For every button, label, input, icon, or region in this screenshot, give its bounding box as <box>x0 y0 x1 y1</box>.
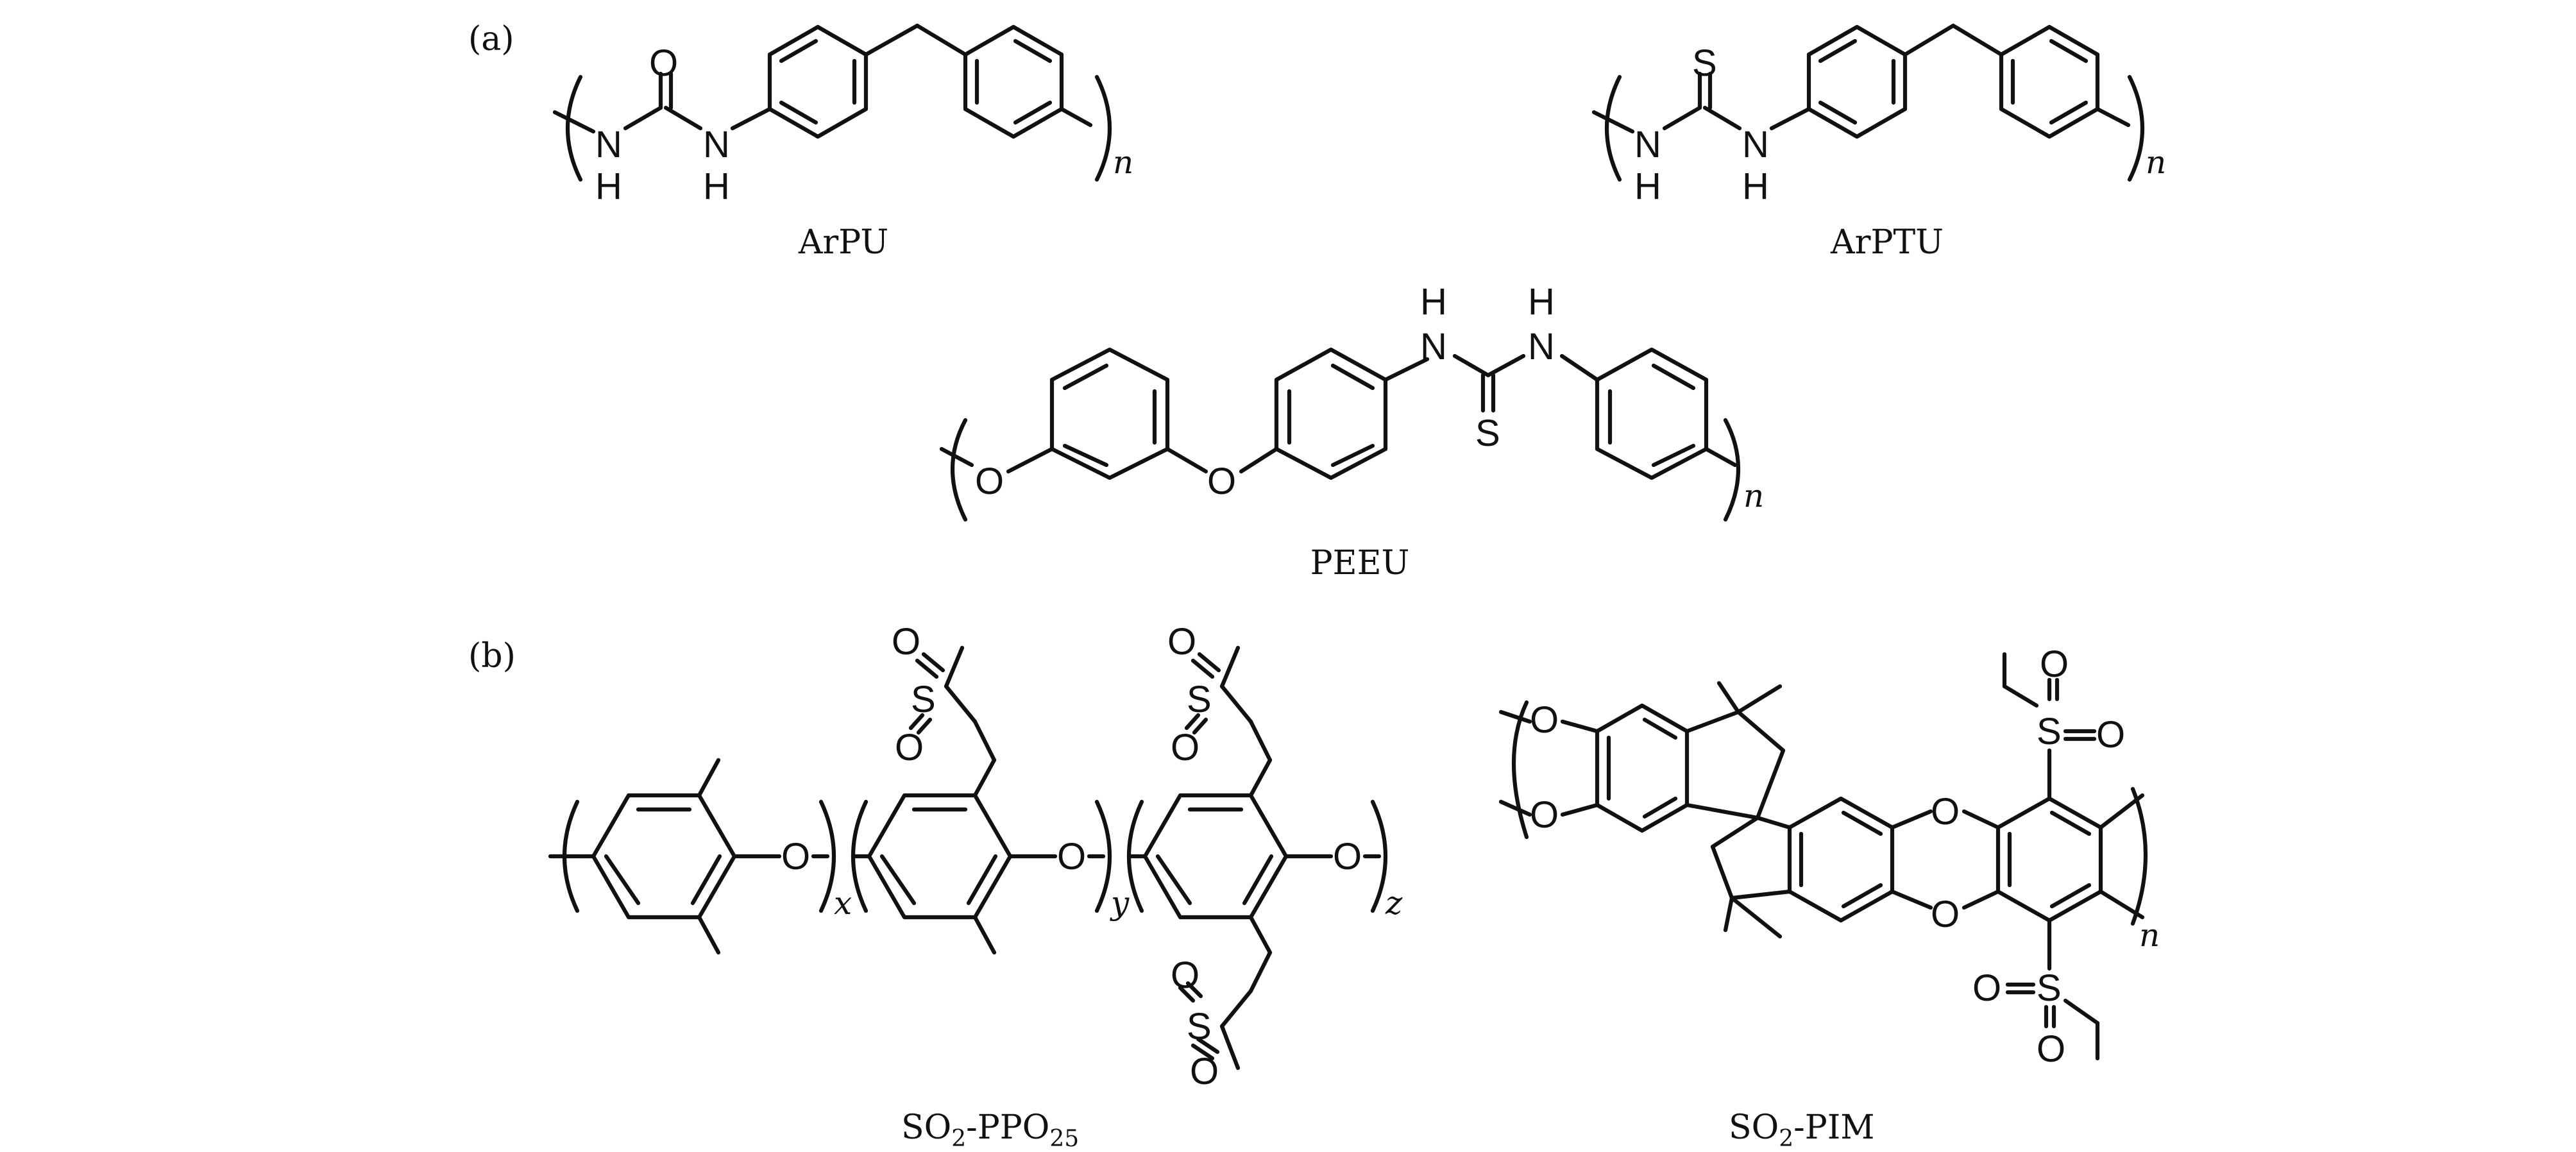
atom-s: S <box>1187 679 1212 720</box>
atom-o: O <box>895 727 924 768</box>
label-arptu: ArPTU <box>1830 223 1944 262</box>
atom-o: O <box>892 621 920 663</box>
label-so2-pim: SO2-PIM <box>1729 1108 1875 1152</box>
label-arpu: ArPU <box>798 223 888 262</box>
atom-o: O <box>1207 461 1236 502</box>
atom-o: O <box>1530 794 1559 836</box>
subscript-n: n <box>2146 144 2166 181</box>
subscript-n: n <box>2139 917 2160 954</box>
atom-o: O <box>781 836 810 877</box>
panel-label-a: (a) <box>468 20 514 58</box>
arptu-structure: N H S N H n <box>1591 23 2166 207</box>
atom-o: O <box>1931 791 1960 833</box>
atom-o: O <box>1057 836 1086 877</box>
atom-h: H <box>1742 165 1769 207</box>
subscript-y: y <box>1110 885 1130 922</box>
atom-n: N <box>1634 124 1661 165</box>
label-peeu: PEEU <box>1310 544 1410 582</box>
atom-o: O <box>1931 894 1960 935</box>
atom-o: O <box>1333 836 1362 877</box>
subscript-n: n <box>1743 477 1764 514</box>
arpu-structure: N H O N H n <box>552 23 1133 207</box>
atom-h: H <box>595 165 622 207</box>
label-so2-ppo25: SO2-PPO25 <box>901 1108 1079 1152</box>
peeu-structure: O O H N S H N n <box>939 281 1764 522</box>
atom-h: H <box>1634 165 1661 207</box>
atom-o: O <box>649 42 678 84</box>
subscript-x: x <box>834 885 852 922</box>
atom-n: N <box>595 124 622 165</box>
atom-o: O <box>1190 1051 1219 1092</box>
atom-n: N <box>703 124 730 165</box>
atom-n: N <box>1420 326 1447 368</box>
atom-s: S <box>911 679 936 720</box>
atom-h: H <box>1420 281 1447 323</box>
atom-h: H <box>703 165 730 207</box>
atom-n: N <box>1742 124 1769 165</box>
atom-o: O <box>2040 643 2069 685</box>
panel-label-b: (b) <box>468 637 516 675</box>
atom-o: O <box>975 461 1004 502</box>
atom-o: O <box>1171 954 1199 996</box>
atom-s: S <box>2037 711 2062 752</box>
subscript-z: z <box>1385 885 1403 922</box>
atom-o: O <box>1171 727 1199 768</box>
atom-h: H <box>1528 281 1555 323</box>
atom-o: O <box>1167 621 1196 663</box>
so2-pim-structure: O O O O S O <box>1498 643 2160 1070</box>
atom-n: N <box>1528 326 1555 368</box>
atom-o: O <box>2096 714 2125 756</box>
atom-o: O <box>1530 699 1559 741</box>
so2-ppo25-structure: O x S O O O y S <box>548 621 1403 1092</box>
atom-s: S <box>2037 967 2062 1009</box>
atom-s: S <box>1475 412 1500 454</box>
atom-o: O <box>2037 1028 2065 1070</box>
atom-s: S <box>1692 42 1717 84</box>
atom-o: O <box>1972 967 2001 1009</box>
subscript-n: n <box>1113 144 1133 181</box>
